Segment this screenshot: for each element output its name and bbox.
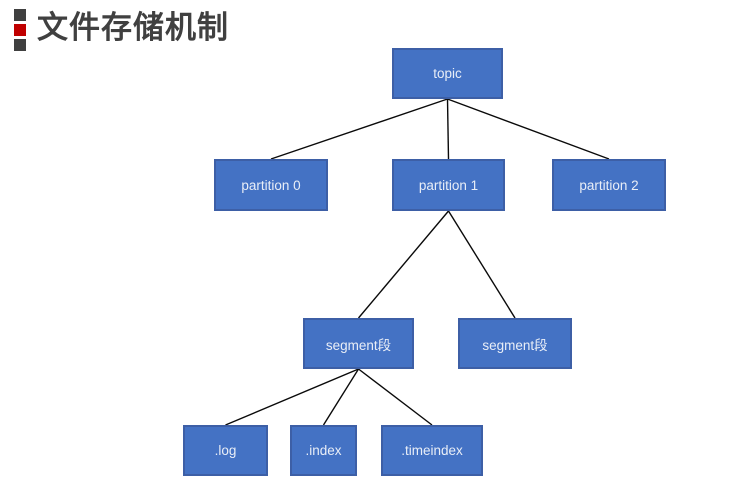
node-timeindex: .timeindex [381, 425, 483, 476]
edge-segment-1-to-log [225, 368, 359, 426]
node-label-segment-1: segment段 [325, 337, 392, 353]
node-label-partition-0: partition 0 [241, 177, 301, 193]
node-label-partition-1: partition 1 [418, 177, 479, 193]
page-title: 文件存储机制 [37, 10, 229, 45]
node-label-segment-2: segment段 [482, 337, 548, 353]
node-label-topic: topic [433, 66, 462, 81]
edge-topic-to-partition-0 [270, 98, 448, 160]
edge-segment-1-to-timeindex [358, 368, 433, 426]
node-segment-1: segment段 [303, 318, 414, 369]
node-segment-2: segment段 [458, 318, 572, 369]
edge-topic-to-partition-1 [446, 98, 450, 160]
node-label-timeindex: .timeindex [401, 443, 463, 458]
node-log: .log [183, 425, 268, 476]
marker-square [14, 9, 26, 21]
node-label-index: .index [305, 443, 342, 458]
marker-square [14, 24, 26, 36]
node-label-partition-2: partition 2 [579, 177, 639, 193]
node-topic: topic [392, 48, 503, 99]
edge-partition-1-to-segment-1 [357, 210, 450, 319]
edge-topic-to-partition-2 [447, 98, 610, 160]
node-index: .index [290, 425, 357, 476]
node-label-log: .log [214, 443, 237, 458]
marker-square [14, 39, 26, 51]
node-partition-2: partition 2 [552, 159, 666, 211]
edge-partition-1-to-segment-2 [447, 210, 516, 319]
node-partition-0: partition 0 [214, 159, 328, 211]
edge-segment-1-to-index [322, 368, 360, 426]
title-bullet-icon [14, 9, 26, 51]
node-partition-1: partition 1 [392, 159, 505, 211]
slide-header: 文件存储机制 [14, 7, 229, 51]
